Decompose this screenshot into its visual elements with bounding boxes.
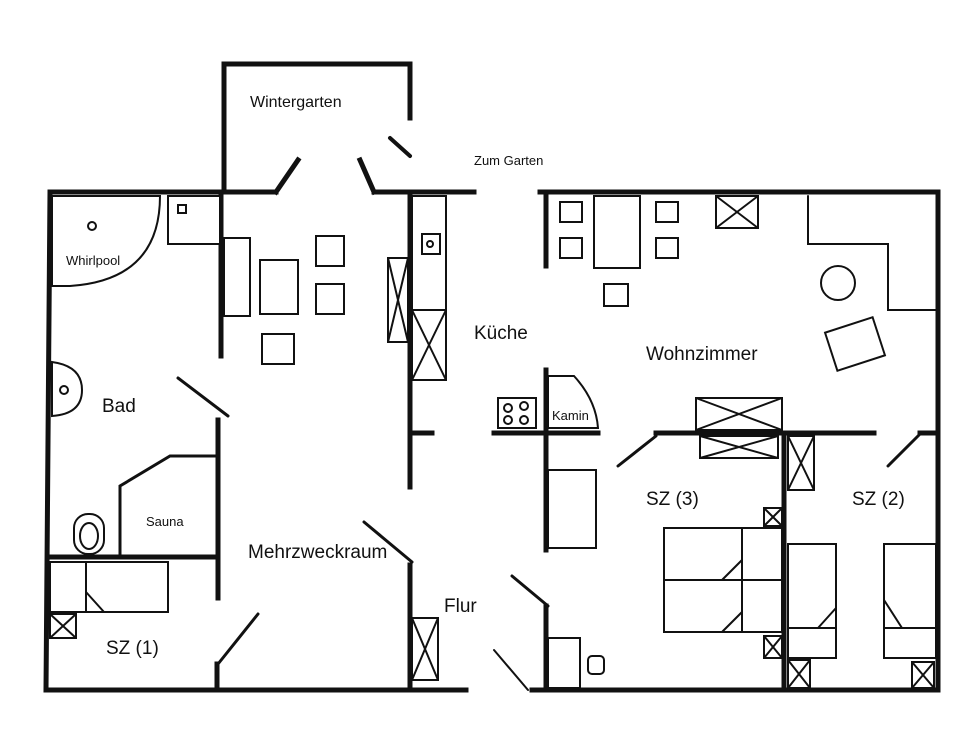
living-chair-1 [559,201,583,223]
room-labels: Wintergarten Zum Garten Whirlpool Küche … [66,94,905,659]
dining-table [259,259,299,315]
door-sz1[interactable] [216,612,260,666]
sz1-bed [49,561,169,613]
door-wintergarten-right[interactable] [356,156,378,196]
door-flur[interactable] [510,574,550,608]
sofa-corner [807,195,937,311]
living-chair-4 [655,237,679,259]
label-sz3: SZ (3) [646,489,699,510]
label-kamin: Kamin [552,408,589,423]
bath-sink-drain [59,385,69,395]
guest-wc-toilet [587,655,605,675]
wintergarten-walls [221,61,413,193]
label-mehrzweckraum: Mehrzweckraum [248,542,387,563]
living-chair-5 [603,283,629,307]
sz2-cc-x2 [911,661,935,689]
round-table [820,265,856,301]
living-chair-2 [559,237,583,259]
sz2-bed-right-sheet [883,599,903,629]
kamin [547,375,600,429]
living-chair-3 [655,201,679,223]
sz2-bed-left-sheet [817,607,837,629]
stove-burner-1 [503,403,513,413]
stove-burner-3 [503,415,513,425]
sz2-bed-left [787,543,837,659]
guest-wc-box [547,637,581,689]
kitchen-sink [421,233,441,255]
cupboard-x2 [387,257,409,343]
sz3-bed-sheet-1 [721,559,743,581]
sideboard [547,469,597,549]
living-table [593,195,641,269]
sz1-cabinet-x2 [49,613,77,639]
living-cabinet-x2 [715,195,759,229]
toilet-seat [79,522,99,550]
door-bath[interactable] [176,376,230,418]
whirlpool-drain [87,221,97,231]
armchair [823,315,887,373]
stove-burner-2 [519,401,529,411]
sz3-ns2-x2 [763,635,783,659]
door-entrance[interactable] [493,649,529,691]
label-sz2: SZ (2) [852,489,905,510]
door-mehrzweck[interactable] [362,520,414,564]
dining-chair-3 [261,333,295,365]
sz3-ns1-x2 [763,507,783,527]
left-wall [43,189,53,693]
sz2-wu-x2 [787,435,815,491]
door-garden[interactable] [388,136,412,158]
label-whirlpool: Whirlpool [66,253,120,268]
dining-chair-2 [315,283,345,315]
label-kueche: Küche [474,323,528,344]
sz2-bed-right [883,543,937,659]
tv-cabinet-x2 [695,397,783,431]
dining-chair-1 [315,235,345,267]
sauna-walls [118,454,220,558]
furniture [49,195,937,689]
fridge-x2 [411,309,447,381]
bath-washbasin-unit [167,195,221,245]
dining-bench [223,237,251,317]
stove [497,397,537,429]
bath-tap [177,204,187,214]
whirlpool-tub [51,195,162,287]
label-wintergarten: Wintergarten [250,94,342,111]
flur-wardrobe-x2 [411,617,439,681]
label-bad: Bad [102,396,136,417]
label-flur: Flur [444,596,477,617]
label-zum-garten: Zum Garten [474,153,543,168]
sz2-wl-x2 [787,659,811,689]
sz3-wardrobe-x2 [699,435,779,459]
walls [43,61,941,693]
door-sz2[interactable] [886,432,922,468]
kitchen-sink-drain [426,240,434,248]
door-sz3[interactable] [616,434,658,468]
label-sauna: Sauna [146,514,184,529]
stove-burner-4 [519,415,529,425]
sz1-bed-sheet [85,591,105,613]
door-wintergarten-left[interactable] [272,156,302,196]
label-sz1: SZ (1) [106,638,159,659]
label-wohnzimmer: Wohnzimmer [646,344,758,365]
sz3-bed-sheet-2 [721,611,743,633]
